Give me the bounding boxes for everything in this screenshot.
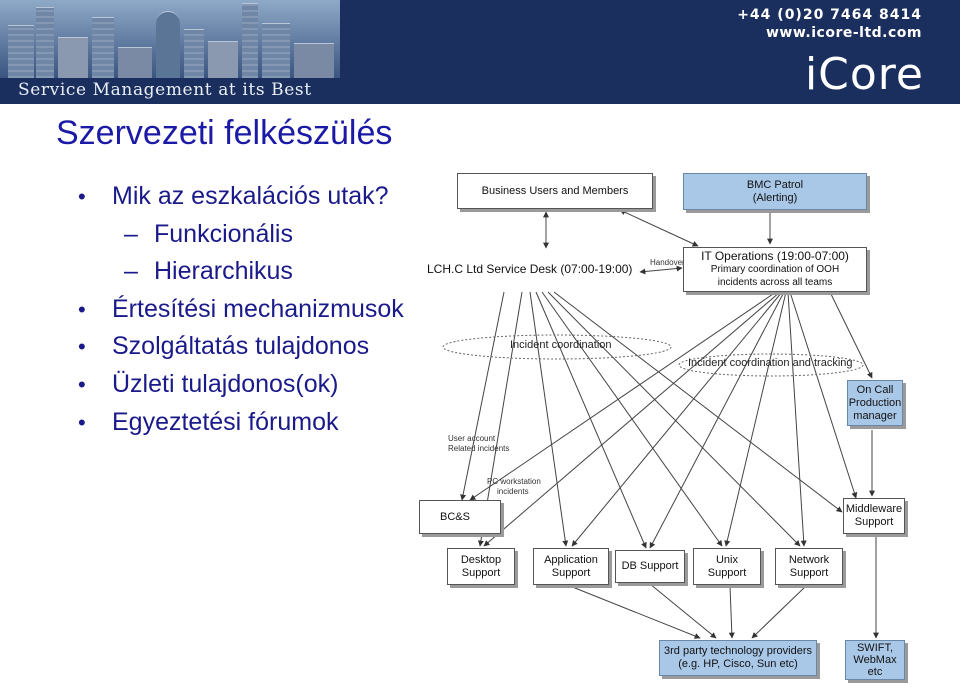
third-party-providers-box: 3rd party technology providers (e.g. HP,…: [659, 640, 817, 676]
swift-line-1: SWIFT,: [856, 642, 894, 654]
handover-label: Handover: [650, 258, 685, 267]
desktop-line-2: Support: [461, 566, 501, 579]
unix-support-box: Unix Support: [693, 548, 761, 585]
bcs-box: BC&S: [419, 500, 501, 534]
city-skyline-image: [0, 0, 340, 78]
middleware-line-2: Support: [854, 516, 894, 528]
user-account-line-2: Related incidents: [448, 444, 510, 453]
sub-bullet-item: Hierarchikus: [76, 253, 404, 291]
pc-workstation-line-1: PC workstation: [487, 477, 541, 486]
incident-coordination-label: Incident coordination: [510, 339, 612, 351]
bullet-item: Egyeztetési fórumok: [76, 404, 404, 442]
it-operations-title: IT Operations (19:00-07:00): [701, 249, 849, 263]
bmc-patrol-sublabel: (Alerting): [752, 191, 798, 204]
desktop-line-1: Desktop: [460, 553, 502, 566]
on-call-line-3: manager: [853, 409, 897, 422]
network-line-1: Network: [788, 553, 830, 566]
desktop-support-box: Desktop Support: [447, 548, 515, 585]
third-party-line-2: (e.g. HP, Cisco, Sun etc): [678, 658, 798, 670]
application-support-box: Application Support: [533, 548, 609, 585]
slide-title: Szervezeti felkészülés: [56, 114, 393, 152]
on-call-line-2: Production: [848, 396, 902, 409]
sub-bullet-item: Funkcionális: [76, 216, 404, 254]
business-users-box: Business Users and Members: [457, 173, 653, 209]
third-party-line-1: 3rd party technology providers: [664, 645, 812, 657]
bcs-label: BC&S: [440, 510, 470, 523]
banner-tagline: Service Management at its Best: [18, 80, 312, 100]
incident-tracking-label: Incident coordination and tracking: [688, 357, 853, 369]
pc-workstation-note: PC workstation incidents: [487, 477, 541, 497]
bullet-list: Mik az eszkalációs utak? Funkcionális Hi…: [76, 178, 404, 441]
middleware-line-1: Middleware: [845, 503, 903, 515]
bullet-item: Értesítési mechanizmusok: [76, 291, 404, 329]
unix-line-1: Unix: [715, 553, 738, 566]
unix-line-2: Support: [707, 566, 747, 579]
network-support-box: Network Support: [775, 548, 843, 585]
icore-logo: iCore: [804, 49, 924, 100]
network-line-2: Support: [789, 566, 829, 579]
banner-phone: +44 (0)20 7464 8414: [737, 7, 922, 23]
on-call-line-1: On Call: [856, 383, 894, 396]
bullet-item: Üzleti tulajdonos(ok): [76, 366, 404, 404]
bullet-item: Mik az eszkalációs utak?: [76, 178, 404, 216]
middleware-support-box: Middleware Support: [843, 498, 905, 534]
swift-line-2: WebMax: [853, 654, 897, 666]
header-banner: Service Management at its Best +44 (0)20…: [0, 0, 960, 104]
user-account-line-1: User account: [448, 434, 496, 443]
application-line-2: Support: [551, 566, 591, 579]
db-support-label: DB Support: [621, 560, 679, 572]
application-line-1: Application: [544, 553, 598, 566]
bmc-patrol-label: BMC Patrol: [746, 178, 804, 191]
it-operations-box: IT Operations (19:00-07:00) Primary coor…: [683, 247, 867, 292]
service-desk-label: LCH.C Ltd Service Desk (07:00-19:00): [427, 262, 633, 276]
it-operations-line-2: incidents across all teams: [717, 277, 833, 288]
business-users-label: Business Users and Members: [481, 184, 629, 197]
bmc-patrol-box: BMC Patrol (Alerting): [683, 173, 867, 210]
on-call-manager-box: On Call Production manager: [847, 380, 903, 426]
db-support-box: DB Support: [615, 550, 685, 583]
pc-workstation-line-2: incidents: [497, 487, 529, 496]
swift-line-3: etc: [867, 666, 883, 678]
banner-website: www.icore-ltd.com: [766, 25, 922, 41]
swift-webmax-box: SWIFT, WebMax etc: [845, 640, 905, 680]
user-account-note: User account Related incidents: [448, 434, 509, 454]
it-operations-line-1: Primary coordination of OOH: [710, 264, 840, 275]
bullet-item: Szolgáltatás tulajdonos: [76, 328, 404, 366]
